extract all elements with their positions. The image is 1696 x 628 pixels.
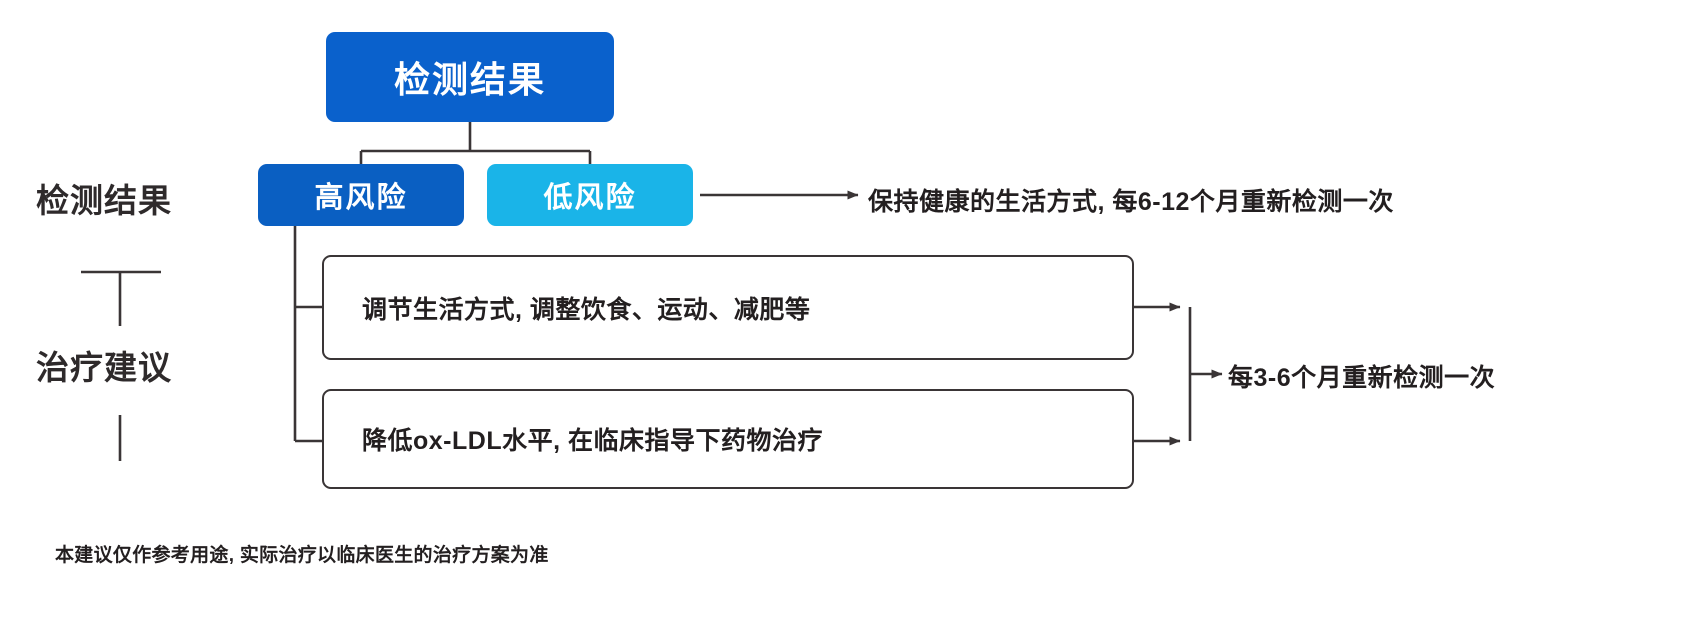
advice-box-drug[interactable]: 降低ox-LDL水平, 在临床指导下药物治疗 xyxy=(322,389,1134,489)
advice-box-lifestyle-text: 调节生活方式, 调整饮食、运动、减肥等 xyxy=(362,295,811,324)
node-low-risk-label: 低风险 xyxy=(543,182,637,214)
node-low-risk[interactable]: 低风险 xyxy=(487,164,693,226)
advice-box-lifestyle[interactable]: 调节生活方式, 调整饮食、运动、减肥等 xyxy=(322,255,1134,360)
node-high-risk[interactable]: 高风险 xyxy=(258,164,464,226)
outcome-low-risk-followup: 保持健康的生活方式, 每6-12个月重新检测一次 xyxy=(868,188,1394,216)
node-test-result-label: 检测结果 xyxy=(393,59,546,100)
section-label-detection: 检测结果 xyxy=(36,182,172,219)
outcome-high-risk-followup: 每3-6个月重新检测一次 xyxy=(1228,364,1496,392)
node-test-result[interactable]: 检测结果 xyxy=(326,32,614,122)
section-label-treatment: 治疗建议 xyxy=(36,349,172,386)
advice-box-drug-text: 降低ox-LDL水平, 在临床指导下药物治疗 xyxy=(362,427,823,455)
node-high-risk-label: 高风险 xyxy=(314,182,408,214)
footnote-disclaimer: 本建议仅作参考用途, 实际治疗以临床医生的治疗方案为准 xyxy=(55,545,549,566)
